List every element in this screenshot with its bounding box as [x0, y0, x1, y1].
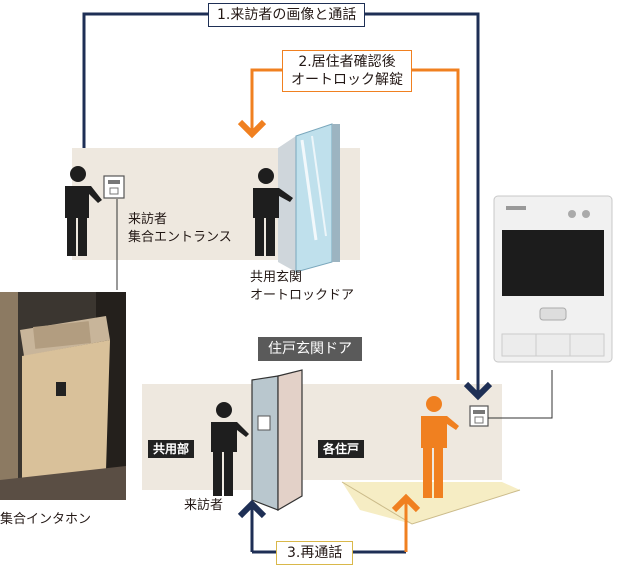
entrance-intercom-panel — [103, 175, 125, 199]
each-unit-tag: 各住戸 — [318, 440, 365, 458]
step2-label-line1: 2.居住者確認後 — [298, 54, 396, 70]
entrance-place-label: 集合エントランス — [128, 230, 232, 245]
visitor-corridor-label: 来訪者 — [184, 498, 224, 513]
door-frame — [278, 136, 296, 272]
visitor-entrance-label: 来訪者 — [128, 212, 168, 227]
step2-label-line2: オートロック解錠 — [291, 72, 403, 88]
resident-figure — [421, 396, 459, 498]
dwelling-door — [277, 369, 303, 512]
visitor-figure-entrance — [65, 166, 102, 256]
dwelling-door-edge — [251, 375, 279, 511]
door-intercom-panel — [257, 415, 271, 431]
common-area-tag: 共用部 — [148, 440, 195, 458]
step3-label: 3.再通話 — [276, 541, 354, 565]
visitor-figure-corridor — [211, 402, 249, 496]
common-door-label-line1: 共用玄関 — [250, 270, 303, 285]
indoor-monitor-photo — [493, 195, 613, 363]
step1-label: 1.来訪者の画像と通話 — [208, 3, 366, 27]
dwelling-door-tag: 住戸玄関ドア — [258, 337, 362, 361]
intercom-photo — [0, 292, 126, 500]
unit-floor — [342, 482, 520, 524]
person-figure-door — [253, 168, 293, 256]
step2-label: 2.居住者確認後 オートロック解錠 — [282, 50, 412, 92]
intercom-photo-caption: 集合インタホン — [0, 512, 92, 527]
common-door-label-line2: オートロックドア — [250, 288, 355, 303]
unit-wall — [302, 384, 502, 480]
